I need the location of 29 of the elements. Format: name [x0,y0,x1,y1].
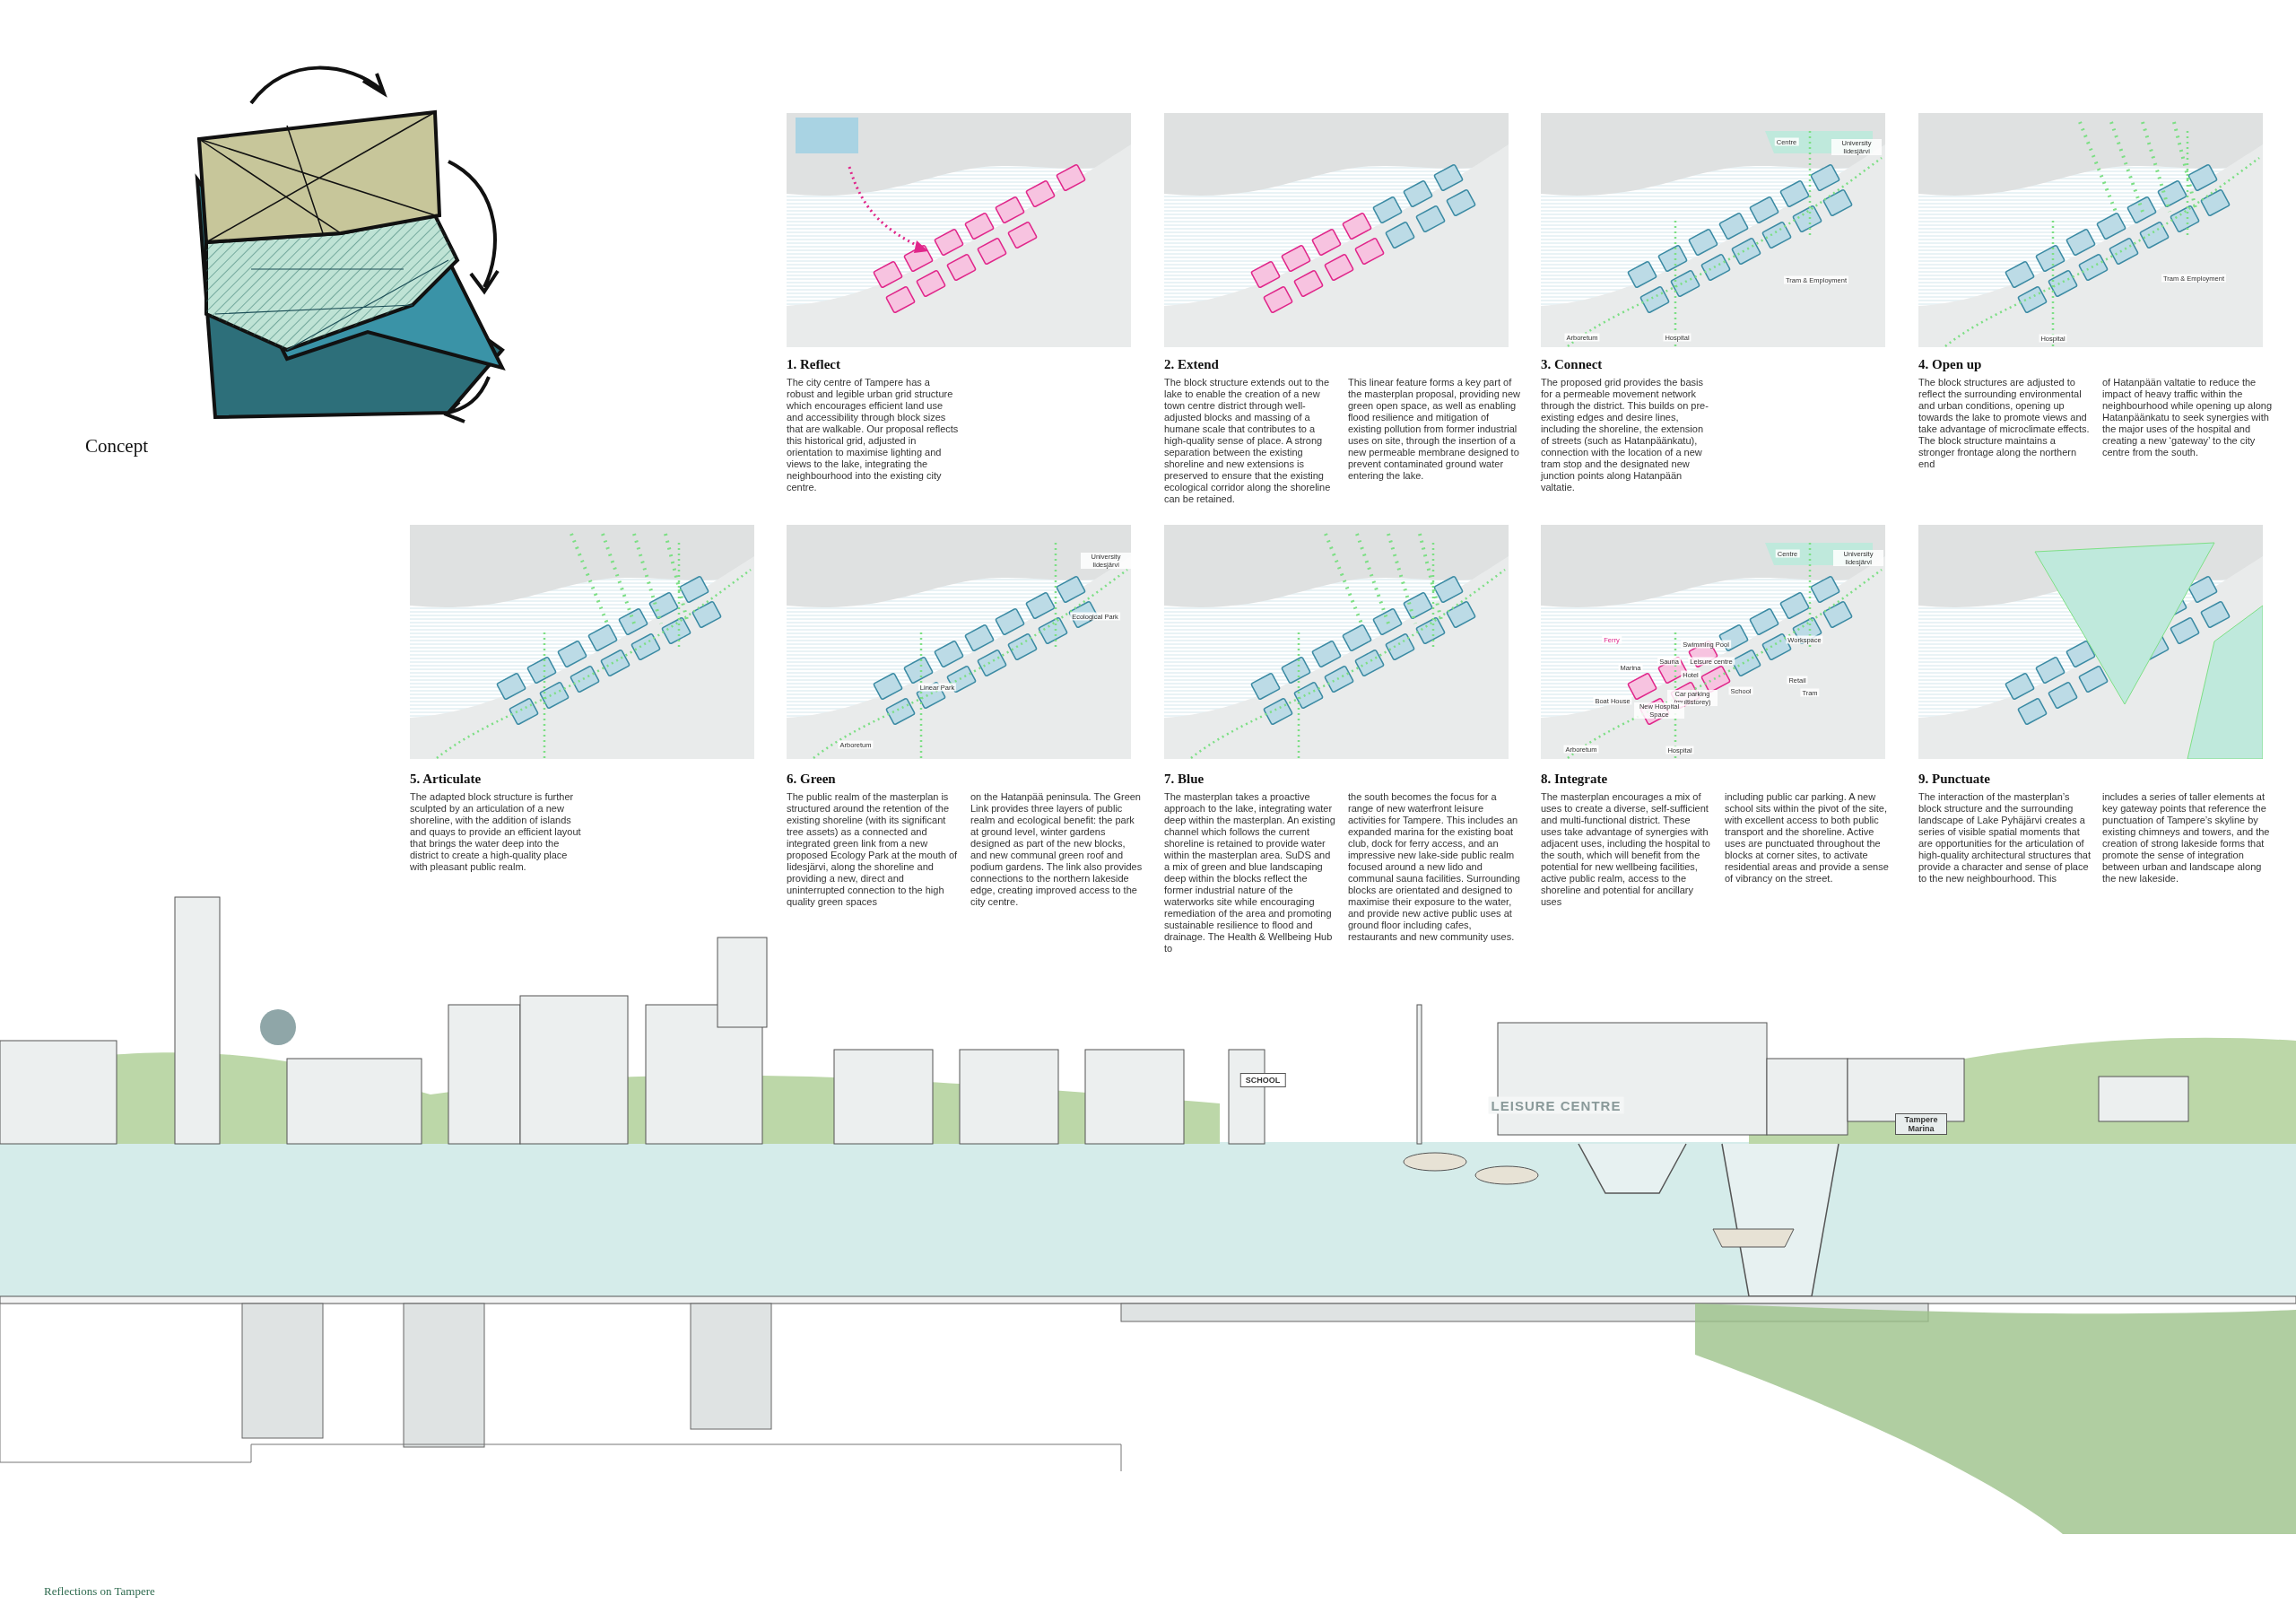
panel-heading: 8. Integrate [1541,772,1608,787]
panel-heading: 6. Green [787,772,836,787]
panel-heading: 7. Blue [1164,772,1205,787]
panel-text: The adapted block structure is further sculpted by an articulation of a new shoreline, with the addition of islands and quays to provide an efficient layout that brings the water deep into the district to create a high-quality place with pleasant public realm. [410,791,582,873]
building-sign: SCHOOL [1239,1073,1286,1087]
panel-heading: 2. Extend [1164,357,1219,372]
panel-text: on the Hatanpää peninsula. The Green Link provides three layers of public realm and ecological benefit: the park at ground level, winter gardens designed as part of the new blocks, and new communal green roof and podium gardens. The link also provides connections to the northern lakeside edge, creating improved access to the city centre. [970,791,1143,908]
building-sign: Tampere Marina [1895,1113,1947,1135]
concept-heading: Concept [85,435,148,458]
panel-text: The masterplan takes a proactive approach to the lake, integrating water deep within the masterplan. An existing channel which follows the current shoreline is retained to provide water within the masterplan area. SuDS and a mix of green and blue landscaping deep within the blocks reflect the former industrial nature of the waterworks site while encouraging remediation of the area and promoting sustainable resilience to flood and drainage. The Health & Wellbeing Hub to [1164,791,1336,955]
panel-text: the south becomes the focus for a range of new waterfront leisure activities for Tampere. This includes an expanded marina for the existing boat club, dock for ferry access, and an impressive new lake-side public realm focused around a new lido and communal sauna facilities. Surrounding blocks are orientated and designed to maximise their exposure to the water, and provide new active public uses at ground floor including cafes, restaurants and new community uses. [1348,791,1520,943]
panel-text: The block structures are adjusted to reflect the surrounding environmental and urban conditions, opening up towards the lake to promote views and take advantage of microclimate effects. The block structure maintains a stronger frontage along the northern end [1918,377,2091,470]
panel-text: This linear feature forms a key part of the masterplan proposal, providing new green open space, as well as enabling flood resilience and mitigation of existing pollution from former industrial uses on site, through the insertion of a new permeable membrane designed to prevent contaminated ground water entering the lake. [1348,377,1520,482]
panel-heading: 5. Articulate [410,772,482,787]
panel-text: includes a series of taller elements at key gateway points that reference the punctuation of Tampere’s skyline by existing chimneys and towers, and the creation of strong lakeside forms that promote the sense of integration between urban and landscape along the new lakeside. [2102,791,2271,885]
panel-heading: 3. Connect [1541,357,1603,372]
panel-heading: 9. Punctuate [1918,772,1990,787]
panel-text: The proposed grid provides the basis for a permeable movement network through the district. This builds on pre-existing edges and desire lines, including the shoreline, the extension of streets (such as Hatanpäänkatu), connection with the location of a new tram stop and the designated new junction points along Hatanpään valtatie. [1541,377,1709,493]
caption: Reflections on Tampere [44,1584,155,1599]
panel-text: The interaction of the masterplan’s block structure and the surrounding landscape of Lake Pyhäjärvi creates a series of visible spatial moments that are opportunities for the articulation of high-quality architectural structures that provide a character and sense of place to the new neighbourhood. This [1918,791,2091,885]
panel-heading: 1. Reflect [787,357,840,372]
panel-text: The masterplan encourages a mix of uses to create a diverse, self-sufficient and multi-functional district. These uses take advantage of synergies with adjacent uses, including the hospital to the south, which will benefit from the potential for new wellbeing facilities, active public realm, access to the shoreline and potential for ancillary uses [1541,791,1711,908]
panel-text: including public car parking. A new school sits within the pivot of the site, with excellent access to both public transport and the shoreline. Active uses are punctuated throughout the blocks at corner sites, to activate residential areas and provide a sense of vibrancy on the street. [1725,791,1890,885]
panel-text: The city centre of Tampere has a robust and legible urban grid structure which encourages efficient land use and accessibility through block sizes that are walkable. Our proposal reflects this historical grid, adjusted in orientation to maximise lighting and views to the lake, integrating the neighbourhood into the existing city centre. [787,377,959,493]
panel-heading: 4. Open up [1918,357,1982,372]
building-sign: LEISURE CENTRE [1488,1096,1624,1114]
panel-text: The public realm of the masterplan is structured around the retention of the existing shoreline (with its significant tree assets) as a connected and integrated green link from a new proposed Ecology Park at the mouth of Iidesjärvi, along the shoreline and providing a new, direct and uninterrupted connection to the high quality green spaces [787,791,959,908]
panel-text: of Hatanpään valtatie to reduce the impact of heavy traffic within the neighbourhood while opening up along Hatanpäänkatu to seek synergies with the major uses of the hospital and creating a new ‘gateway’ to the city centre from the south. [2102,377,2273,458]
panel-text: The block structure extends out to the lake to enable the creation of a new town centre district through well-adjusted blocks and massing of a humane scale that contributes to a high-quality sense of place. A strong separation between the existing shoreline and new extensions is preserved to ensure that the existing ecological corridor along the shoreline can be retained. [1164,377,1332,505]
